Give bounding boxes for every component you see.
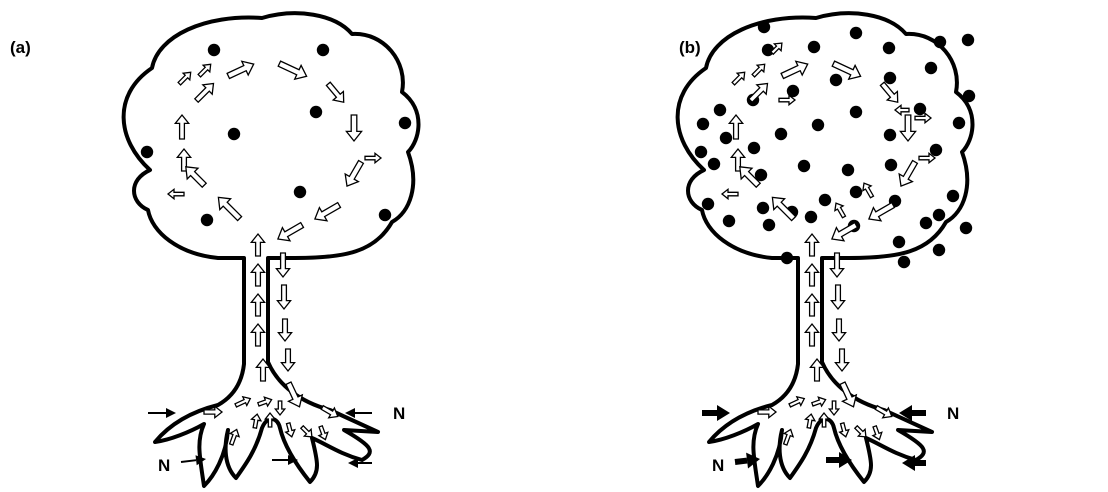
nitrogen-dot (884, 72, 896, 84)
flow-arrow (278, 319, 291, 341)
nitrogen-dot (830, 74, 842, 86)
panel-label-b: (b) (679, 38, 701, 58)
nitrogen-label: N (158, 456, 170, 475)
nitrogen-dot (962, 34, 974, 46)
nitrogen-dot (714, 104, 726, 116)
nitrogen-dot (960, 222, 972, 234)
nitrogen-dot (695, 146, 707, 158)
nitrogen-dot (850, 27, 862, 39)
nitrogen-dot (805, 211, 817, 223)
nitrogen-dot (850, 186, 862, 198)
nitrogen-dot (208, 44, 220, 56)
nitrogen-dot (808, 41, 820, 53)
nitrogen-dot (758, 21, 770, 33)
nitrogen-dot (963, 90, 975, 102)
nitrogen-dot (201, 214, 213, 226)
nitrogen-label: N (947, 404, 959, 423)
nitrogen-dot (697, 118, 709, 130)
tree-diagram-a: NN (0, 0, 554, 492)
nitrogen-dot (775, 128, 787, 140)
nitrogen-dot (781, 252, 793, 264)
panel-b: NN (b) (554, 0, 1108, 492)
nitrogen-dot (842, 164, 854, 176)
nitrogen-dot (925, 62, 937, 74)
nitrogen-dot (884, 129, 896, 141)
nitrogen-dot (920, 217, 932, 229)
nitrogen-dot (720, 132, 732, 144)
nitrogen-dot (953, 117, 965, 129)
flow-arrow (831, 285, 844, 309)
nitrogen-input-arrow (702, 405, 730, 421)
flow-arrow (835, 349, 848, 371)
flow-arrow (832, 319, 845, 341)
nitrogen-input-arrow (148, 408, 176, 418)
nitrogen-dot (317, 44, 329, 56)
nitrogen-dot (898, 256, 910, 268)
nitrogen-dot (748, 142, 760, 154)
nitrogen-dot (885, 159, 897, 171)
nitrogen-input-arrow (345, 408, 372, 418)
nitrogen-dot (798, 160, 810, 172)
nitrogen-dot (850, 106, 862, 118)
flow-arrow (277, 285, 290, 309)
nitrogen-dot (141, 146, 153, 158)
nitrogen-dot (763, 219, 775, 231)
nitrogen-dot (819, 194, 831, 206)
nitrogen-dot (379, 209, 391, 221)
nitrogen-dot (930, 144, 942, 156)
nitrogen-dot (933, 244, 945, 256)
nitrogen-dot (812, 119, 824, 131)
tree-diagram-b: NN (554, 0, 1108, 492)
nitrogen-dot (947, 190, 959, 202)
nitrogen-dot (934, 36, 946, 48)
nitrogen-dot (883, 42, 895, 54)
nitrogen-dot (708, 158, 720, 170)
panel-label-a: (a) (10, 38, 31, 58)
nitrogen-dot (310, 106, 322, 118)
nitrogen-dot (399, 117, 411, 129)
nitrogen-dot (893, 236, 905, 248)
nitrogen-dot (757, 202, 769, 214)
nitrogen-label: N (393, 404, 405, 423)
nitrogen-label: N (712, 456, 724, 475)
nitrogen-dot (702, 198, 714, 210)
flow-arrow (281, 349, 294, 371)
nitrogen-dot (294, 186, 306, 198)
nitrogen-dot (723, 215, 735, 227)
nitrogen-dot (228, 128, 240, 140)
nitrogen-dot (914, 103, 926, 115)
nitrogen-dot (933, 209, 945, 221)
